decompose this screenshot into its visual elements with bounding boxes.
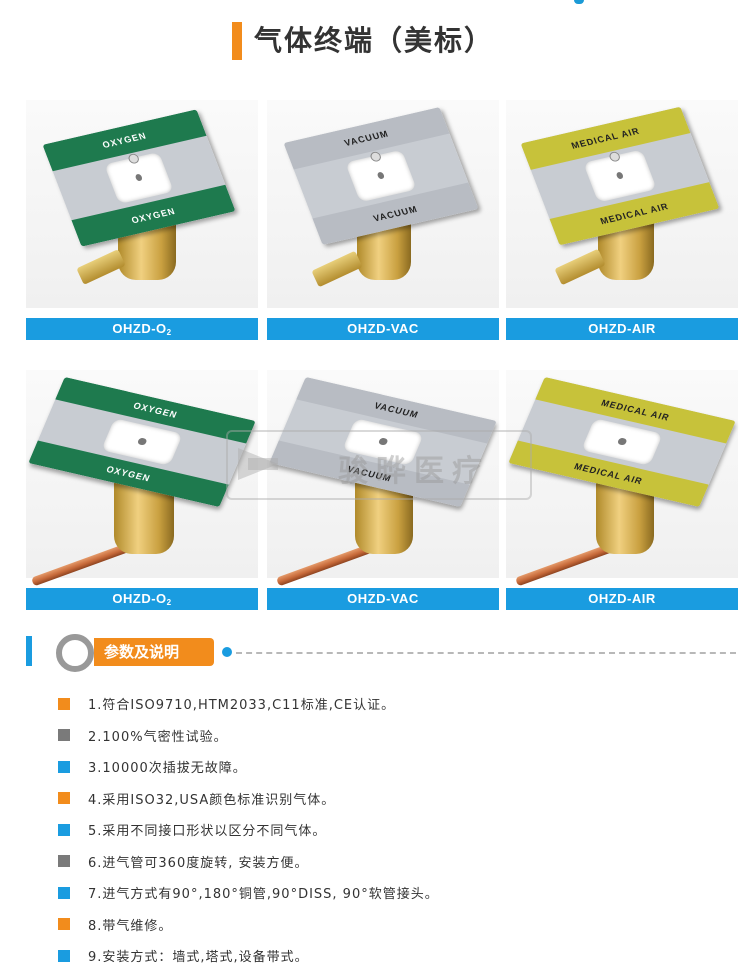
- model-caption: OHZD-AIR: [506, 318, 738, 340]
- product-photo: MEDICAL AIR MEDICAL AIR: [506, 100, 738, 308]
- model-caption: OHZD-VAC: [267, 318, 499, 340]
- list-item: 6.进气管可360度旋转, 安装方便。: [58, 846, 439, 878]
- product-plate: VACUUM VACUUM: [283, 107, 479, 245]
- list-item: 2.100%气密性试验。: [58, 720, 439, 752]
- product-photo: OXYGEN OXYGEN: [26, 100, 258, 308]
- product-photo: MEDICAL AIR MEDICAL AIR: [506, 370, 738, 587]
- section-title: 参数及说明: [94, 638, 214, 666]
- brass-fitting: [76, 249, 126, 285]
- square-bullet-icon: [58, 918, 70, 931]
- top-decoration: [574, 0, 584, 4]
- square-bullet-icon: [58, 823, 70, 836]
- square-bullet-icon: [58, 760, 70, 773]
- product-plate: MEDICAL AIR MEDICAL AIR: [520, 106, 720, 246]
- title-accent-bar: [232, 22, 242, 60]
- square-bullet-icon: [58, 886, 70, 899]
- product-plate: MEDICAL AIR MEDICAL AIR: [508, 376, 736, 508]
- square-bullet-icon: [58, 729, 70, 742]
- arrow-icon: [238, 448, 278, 480]
- page-title: 气体终端（美标）: [254, 24, 495, 57]
- list-item: 8.带气维修。: [58, 909, 439, 941]
- product-plate: OXYGEN OXYGEN: [42, 109, 236, 247]
- product-photo: VACUUM VACUUM: [267, 370, 499, 587]
- list-item: 7.进气方式有90°,180°铜管,90°DISS, 90°软管接头。: [58, 877, 439, 909]
- product-photo: VACUUM VACUUM: [267, 100, 499, 308]
- watermark-logo: 骏晔医疗: [226, 430, 532, 500]
- list-item: 9.安装方式：墙式,塔式,设备带式。: [58, 940, 439, 972]
- list-item: 1.符合ISO9710,HTM2033,C11标准,CE认证。: [58, 688, 439, 720]
- square-bullet-icon: [58, 855, 70, 868]
- square-bullet-icon: [58, 792, 70, 805]
- square-bullet-icon: [58, 949, 70, 962]
- list-item: 3.10000次插拔无故障。: [58, 751, 439, 783]
- section-divider: [236, 652, 736, 654]
- brass-fitting: [554, 248, 606, 286]
- product-plate: OXYGEN OXYGEN: [28, 376, 256, 508]
- product-photo: OXYGEN OXYGEN: [26, 370, 258, 587]
- model-caption: OHZD-AIR: [506, 588, 738, 610]
- list-item: 4.采用ISO32,USA颜色标准识别气体。: [58, 783, 439, 815]
- model-caption: OHZD-O2: [26, 588, 258, 610]
- model-caption: OHZD-VAC: [267, 588, 499, 610]
- dot-icon: [222, 647, 232, 657]
- model-caption: OHZD-O2: [26, 318, 258, 340]
- square-bullet-icon: [58, 697, 70, 710]
- list-item: 5.采用不同接口形状以区分不同气体。: [58, 814, 439, 846]
- ring-icon: [56, 634, 94, 672]
- watermark-text: 骏晔医疗: [338, 454, 490, 489]
- brass-fitting: [311, 250, 363, 288]
- spec-list: 1.符合ISO9710,HTM2033,C11标准,CE认证。 2.100%气密…: [58, 688, 439, 972]
- section-accent-bar: [26, 636, 32, 666]
